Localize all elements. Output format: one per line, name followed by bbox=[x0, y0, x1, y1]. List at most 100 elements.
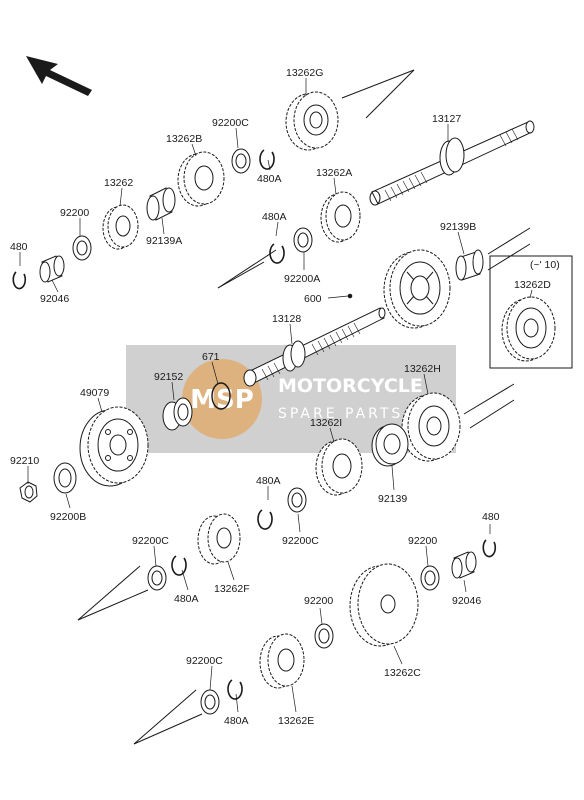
leader-line bbox=[217, 261, 265, 289]
circlip-480A-mid bbox=[269, 243, 285, 264]
leader-line bbox=[133, 689, 197, 745]
washer-92200C-left bbox=[147, 565, 167, 591]
washer-92200-center-hole bbox=[318, 628, 330, 644]
leader-line bbox=[77, 565, 141, 621]
leader-line bbox=[77, 589, 149, 621]
input-shaft-13128 bbox=[243, 307, 386, 387]
circlip-480-left bbox=[12, 271, 27, 290]
label-92200B: 92200B bbox=[50, 511, 86, 523]
label-13262E: 13262E bbox=[278, 715, 314, 727]
label-92152: 92152 bbox=[154, 371, 183, 383]
label-92200-right: 92200 bbox=[408, 535, 437, 547]
bearing-92046-right bbox=[451, 551, 477, 579]
gear-large-upper-right bbox=[383, 249, 451, 329]
label-92139B: 92139B bbox=[440, 221, 476, 233]
washer-92200-left-hole bbox=[76, 240, 88, 256]
label-13262C: 13262C bbox=[384, 667, 421, 679]
leader-line bbox=[487, 243, 531, 271]
gear-13262G bbox=[285, 91, 339, 151]
leader-line bbox=[365, 69, 415, 119]
label-49079: 49079 bbox=[80, 387, 109, 399]
washer-92200-center bbox=[314, 623, 334, 649]
leader-line bbox=[487, 227, 531, 255]
washer-92200C-top-hole bbox=[235, 153, 247, 169]
bushing-92139B bbox=[455, 249, 484, 281]
nut-92210 bbox=[19, 481, 38, 503]
gear-13262A bbox=[320, 191, 361, 243]
part-labels: 13262G 13127 92200C 13262B 480A 13262 13… bbox=[10, 67, 560, 727]
label-13262: 13262 bbox=[104, 177, 133, 189]
washer-92200C-mid bbox=[287, 487, 307, 513]
sprocket-49079 bbox=[79, 406, 149, 487]
label-92210: 92210 bbox=[10, 455, 39, 467]
leader-line bbox=[463, 383, 515, 415]
label-92139A: 92139A bbox=[146, 235, 182, 247]
watermark-subtitle: SPARE PARTS bbox=[278, 406, 403, 422]
washer-92200C-bottom bbox=[200, 689, 220, 715]
gear-13262C bbox=[349, 563, 419, 647]
bearing-92046-left bbox=[39, 255, 65, 283]
label-92200-left: 92200 bbox=[60, 207, 89, 219]
label-480A-bottomleft: 480A bbox=[174, 593, 199, 605]
front-direction-arrow-icon bbox=[26, 56, 92, 96]
label-13128: 13128 bbox=[272, 313, 301, 325]
label-480A-top: 480A bbox=[257, 173, 282, 185]
gear-13262I bbox=[315, 438, 363, 496]
leader-line bbox=[341, 69, 415, 99]
label-480-left: 480 bbox=[10, 241, 28, 253]
watermark-globe-icon bbox=[182, 359, 262, 439]
label-13262D: 13262D bbox=[514, 279, 551, 291]
circlip-480A-bottomleft bbox=[171, 555, 187, 576]
label-range-note: (~' 10) bbox=[530, 259, 560, 271]
bushing-92139A bbox=[146, 187, 176, 221]
label-600: 600 bbox=[304, 293, 322, 305]
washer-92200A bbox=[293, 227, 313, 253]
label-92200-center: 92200 bbox=[304, 595, 333, 607]
bushing-92139 bbox=[371, 423, 409, 467]
leader-line bbox=[217, 249, 277, 289]
output-shaft-13127 bbox=[369, 120, 535, 206]
washer-92200A-hole bbox=[297, 232, 309, 248]
label-92200C-left: 92200C bbox=[132, 535, 169, 547]
oring-671 bbox=[211, 382, 231, 410]
leader-line bbox=[133, 713, 203, 745]
gear-13262H bbox=[401, 392, 461, 462]
label-92046-left: 92046 bbox=[40, 293, 69, 305]
label-671: 671 bbox=[202, 351, 220, 363]
washer-92200-left bbox=[72, 235, 92, 261]
watermark-title: MOTORCYCLE bbox=[278, 375, 423, 397]
label-480-right: 480 bbox=[482, 511, 500, 523]
circlip-480A-top bbox=[259, 149, 275, 170]
leader-line bbox=[469, 399, 515, 429]
washer-92200C-left-hole bbox=[151, 570, 163, 586]
watermark-logo-text: MSP bbox=[190, 385, 254, 415]
circlip-480-right bbox=[482, 539, 497, 558]
label-13262F: 13262F bbox=[214, 583, 250, 595]
callout-leaders bbox=[19, 78, 533, 713]
washer-92200C-mid-hole bbox=[291, 492, 303, 508]
washer-92200-right bbox=[420, 565, 440, 591]
label-13262H: 13262H bbox=[404, 363, 441, 375]
label-480A-mid: 480A bbox=[262, 211, 287, 223]
gear-13262E bbox=[259, 633, 305, 689]
label-92200C-top: 92200C bbox=[212, 117, 249, 129]
collar-92152 bbox=[162, 397, 193, 431]
gear-13262 bbox=[102, 204, 139, 250]
washer-92200B-hole bbox=[58, 468, 72, 488]
label-92200A: 92200A bbox=[284, 273, 320, 285]
gear-13262D bbox=[501, 296, 556, 362]
label-13262A: 13262A bbox=[316, 167, 352, 179]
circlip-480A-low bbox=[257, 509, 273, 530]
washer-92200B bbox=[53, 462, 77, 494]
gear-13262B bbox=[177, 151, 225, 207]
label-13262I: 13262I bbox=[310, 417, 342, 429]
label-92046-right: 92046 bbox=[452, 595, 481, 607]
gear-13262F bbox=[197, 513, 241, 565]
washer-92200C-bottom-hole bbox=[204, 694, 216, 710]
variant-inset-box bbox=[489, 255, 573, 369]
label-92200C-mid: 92200C bbox=[282, 535, 319, 547]
label-13127: 13127 bbox=[432, 113, 461, 125]
washer-92200-right-hole bbox=[424, 570, 436, 586]
label-92200C-bottom: 92200C bbox=[186, 655, 223, 667]
